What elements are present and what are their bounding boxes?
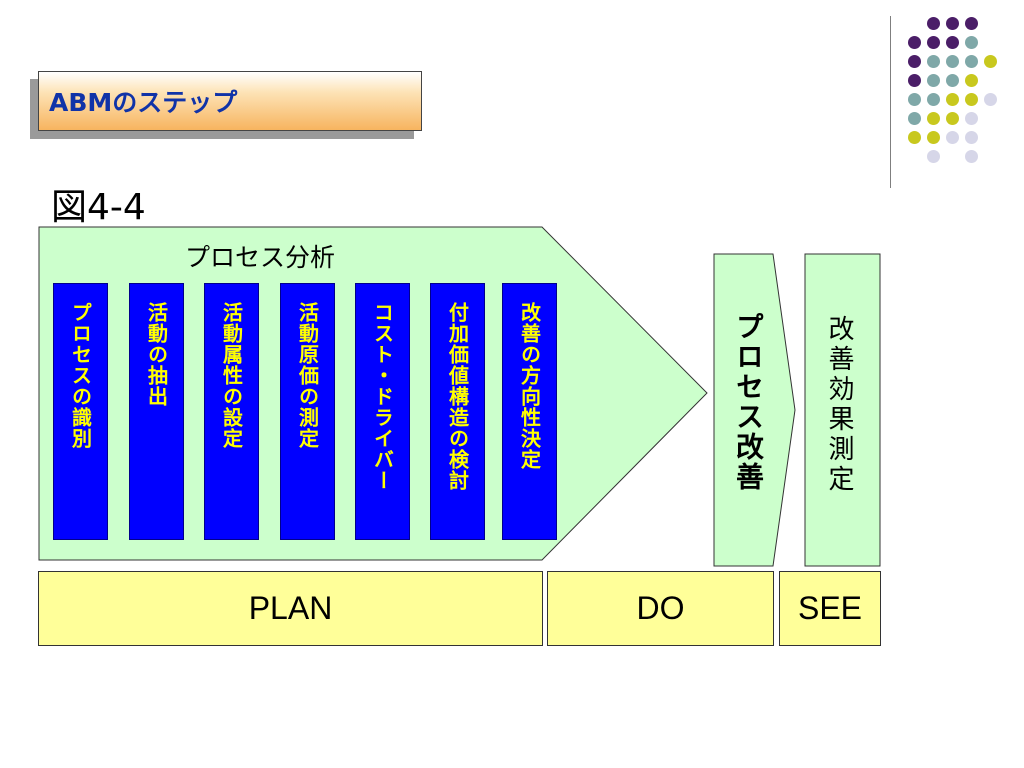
decor-dot xyxy=(946,131,959,144)
slide-title-text: ABMのステップ xyxy=(49,88,238,117)
phase-see: SEE xyxy=(779,571,881,646)
phase-do: DO xyxy=(547,571,774,646)
step-label: プロセスの識別 xyxy=(68,302,93,449)
decor-dot xyxy=(927,17,940,30)
step-label: 活動原価の測定 xyxy=(295,302,320,449)
step-activity-attributes: 活動属性の設定 xyxy=(204,283,259,540)
decor-dot xyxy=(908,55,921,68)
effect-measurement-label: 改善効果測定 xyxy=(824,315,854,495)
decor-dot xyxy=(927,150,940,163)
decor-dot xyxy=(965,112,978,125)
decor-dot xyxy=(965,93,978,106)
phase-plan-label: PLAN xyxy=(248,590,333,626)
decor-dot xyxy=(908,36,921,49)
phase-plan: PLAN xyxy=(38,571,543,646)
effect-measurement-box xyxy=(804,253,881,567)
decor-dot xyxy=(946,112,959,125)
step-label: コスト・ドライバー xyxy=(370,302,395,491)
decor-dot xyxy=(965,36,978,49)
phase-do-label: DO xyxy=(636,590,685,626)
decor-dot xyxy=(965,131,978,144)
process-improvement-label: プロセス改善 xyxy=(732,312,765,492)
decor-dot xyxy=(927,131,940,144)
decor-dot xyxy=(965,55,978,68)
decor-dot xyxy=(984,93,997,106)
decor-dot xyxy=(965,150,978,163)
process-improvement-arrow xyxy=(713,253,796,567)
step-activity-cost: 活動原価の測定 xyxy=(280,283,335,540)
decor-dot xyxy=(946,74,959,87)
decor-dot xyxy=(908,131,921,144)
decor-dot xyxy=(927,36,940,49)
decor-dot xyxy=(927,93,940,106)
step-process-identification: プロセスの識別 xyxy=(53,283,108,540)
decor-dot xyxy=(965,17,978,30)
figure-label: 図4-4 xyxy=(51,187,146,228)
decor-dot xyxy=(984,55,997,68)
step-label: 活動属性の設定 xyxy=(219,302,244,449)
decor-dot xyxy=(946,93,959,106)
step-label: 改善の方向性決定 xyxy=(517,302,542,470)
step-value-structure: 付加価値構造の検討 xyxy=(430,283,485,540)
slide-title: ABMのステップ xyxy=(38,71,422,131)
decor-dot xyxy=(908,112,921,125)
step-activity-extraction: 活動の抽出 xyxy=(129,283,184,540)
decor-dot xyxy=(908,74,921,87)
decor-dot xyxy=(927,112,940,125)
step-label: 活動の抽出 xyxy=(144,302,169,407)
decor-dot xyxy=(946,36,959,49)
decor-dot xyxy=(927,74,940,87)
divider-line xyxy=(890,16,891,188)
decor-dot xyxy=(908,93,921,106)
decor-dot xyxy=(946,55,959,68)
process-analysis-label: プロセス分析 xyxy=(184,243,335,272)
step-improvement-direction: 改善の方向性決定 xyxy=(502,283,557,540)
phase-see-label: SEE xyxy=(797,590,863,626)
decor-dot xyxy=(965,74,978,87)
step-label: 付加価値構造の検討 xyxy=(445,302,470,491)
step-cost-driver: コスト・ドライバー xyxy=(355,283,410,540)
decor-dot xyxy=(927,55,940,68)
decor-dot xyxy=(946,17,959,30)
